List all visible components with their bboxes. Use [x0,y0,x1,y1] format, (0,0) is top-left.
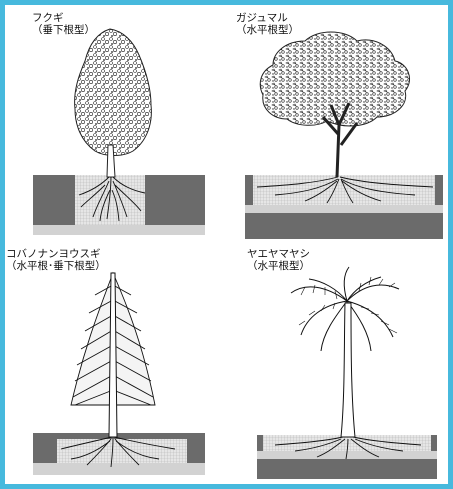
trunk-kobanonanyousugi [108,272,118,438]
tree-name-kobanonanyousugi: コバノナンヨウスギ [6,248,101,260]
label-kobanonanyousugi: コバノナンヨウスギ （水平根･垂下根型） [6,248,106,272]
crown-fukugi [74,28,152,156]
tree-name-fukugi: フクギ [32,12,64,24]
root-type-yaeyamayashi: （水平根型） [247,260,310,272]
planting-pit-kobanonanyousugi [57,439,187,463]
root-type-gajumaru: （水平根型） [236,24,299,36]
root-type-fukugi: （垂下根型） [32,24,95,36]
label-gajumaru: ガジュマル （水平根型） [236,12,299,36]
illustrations [33,28,443,479]
ground-gajumaru [245,175,443,205]
trunk-gajumaru [321,102,359,178]
planting-pit-deep-fukugi [75,205,145,225]
label-yaeyamayashi: ヤエヤマヤシ （水平根型） [247,248,310,272]
diagram-frame: フクギ （垂下根型） ガジュマル （水平根型） コバノナンヨウスギ （水平根･垂… [5,5,448,484]
panel-kobanonanyousugi [33,271,205,475]
roots-fukugi [78,176,146,222]
roots-kobanonanyousugi [60,436,176,468]
trunk-yaeyamayashi [340,302,356,438]
panel-yaeyamayashi [257,266,437,479]
panel-fukugi [33,28,205,235]
root-type-kobanonanyousugi: （水平根･垂下根型） [6,260,106,272]
roots-gajumaru [256,176,434,204]
tree-name-gajumaru: ガジュマル [236,12,288,24]
roots-yaeyamayashi [274,436,422,460]
label-fukugi: フクギ （垂下根型） [32,12,95,36]
ground-yaeyamayashi [257,435,437,451]
tree-name-yaeyamayashi: ヤエヤマヤシ [247,248,310,260]
panel-gajumaru [245,31,443,239]
trunk-fukugi [106,144,116,178]
fronds-yaeyamayashi [290,266,400,352]
